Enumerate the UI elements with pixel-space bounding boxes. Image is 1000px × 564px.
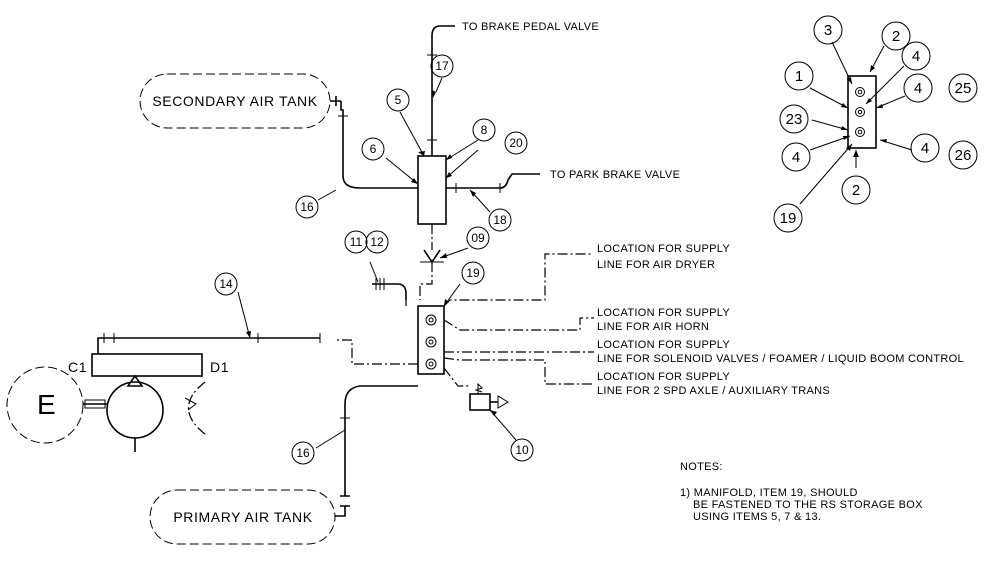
callout-09: 09	[466, 226, 490, 250]
callout-number: 16	[296, 446, 310, 460]
supply-location-air-horn: LOCATION FOR SUPPLY LINE FOR AIR HORN	[597, 307, 730, 333]
detail-callout-4-lower-right: 4	[910, 133, 940, 163]
detail-callout-19: 19	[773, 203, 803, 233]
callout-number: 09	[471, 231, 485, 245]
compressor-d1-label: D1	[210, 359, 229, 375]
callout-17: 17	[430, 54, 454, 78]
callout-number: 19	[466, 266, 480, 280]
supply-location-solenoid-valves: LOCATION FOR SUPPLY LINE FOR SOLENOID VA…	[597, 339, 964, 365]
callout-number: 12	[370, 235, 384, 249]
callout-8: 8	[472, 118, 496, 142]
engine-label: E	[37, 389, 56, 420]
manifold-detail: 3 2 4 1 4 25 23 4 26 4 2 19	[773, 15, 978, 233]
callout-number: 2	[852, 182, 860, 199]
supply-label-line1: LOCATION FOR SUPPLY	[597, 371, 730, 383]
detail-callout-1: 1	[784, 61, 814, 91]
compressor-pump	[106, 381, 164, 439]
engine	[6, 366, 84, 444]
detail-callout-4-top: 4	[901, 41, 931, 71]
callout-number: 17	[435, 59, 449, 73]
callout-number: 19	[780, 210, 797, 227]
note-1-line3: USING ITEMS 5, 7 & 13.	[693, 511, 821, 523]
brake-valve-block	[417, 155, 447, 225]
callout-number: 4	[912, 48, 920, 65]
detail-callout-25: 25	[948, 73, 978, 103]
callout-number: 1	[795, 68, 803, 85]
compressor-c1-label: C1	[68, 359, 87, 375]
detail-callout-4-right: 4	[903, 73, 933, 103]
notes-heading: NOTES:	[680, 461, 723, 473]
supply-label-line2: LINE FOR AIR HORN	[597, 321, 709, 333]
detail-callout-4-left: 4	[781, 142, 811, 172]
callout-number: 8	[481, 123, 488, 137]
callout-number: 16	[300, 200, 314, 214]
callout-16-lower: 16	[291, 441, 315, 465]
detail-callout-26: 26	[948, 140, 978, 170]
supply-label-line2: LINE FOR SOLENOID VALVES / FOAMER / LIQU…	[597, 353, 964, 365]
detail-callout-3: 3	[813, 15, 843, 45]
callout-10: 10	[510, 438, 534, 462]
primary-air-tank-label: PRIMARY AIR TANK	[173, 509, 312, 525]
park-brake-valve-label: TO PARK BRAKE VALVE	[550, 169, 680, 181]
supply-label-line1: LOCATION FOR SUPPLY	[597, 307, 730, 319]
callout-number: 10	[515, 443, 529, 457]
callout-number: 18	[493, 213, 507, 227]
callout-12: 12	[365, 230, 389, 254]
callout-number: 23	[786, 111, 803, 128]
callout-number: 6	[370, 142, 377, 156]
callout-18: 18	[488, 208, 512, 232]
callout-16-upper: 16	[295, 195, 319, 219]
supply-label-line1: LOCATION FOR SUPPLY	[597, 243, 730, 255]
callout-14: 14	[214, 272, 238, 296]
detail-callout-23: 23	[779, 104, 809, 134]
callout-number: 20	[509, 136, 523, 150]
secondary-air-tank: SECONDARY AIR TANK	[139, 73, 331, 129]
callout-20: 20	[504, 131, 528, 155]
callout-number: 25	[955, 80, 972, 97]
notes: NOTES: 1) MANIFOLD, ITEM 19, SHOULD BE F…	[680, 461, 923, 523]
brake-pedal-valve-label: TO BRAKE PEDAL VALVE	[462, 21, 599, 33]
supply-location-air-dryer: LOCATION FOR SUPPLY LINE FOR AIR DRYER	[597, 243, 730, 271]
primary-air-tank: PRIMARY AIR TANK	[149, 489, 336, 545]
supply-label-line1: LOCATION FOR SUPPLY	[597, 339, 730, 351]
callout-number: 4	[921, 140, 929, 157]
compressor-head	[91, 353, 203, 377]
detail-callout-2-bottom: 2	[841, 175, 871, 205]
note-1-line1: 1) MANIFOLD, ITEM 19, SHOULD	[680, 487, 858, 499]
callout-5: 5	[386, 88, 410, 112]
note-1-line2: BE FASTENED TO THE RS STORAGE BOX	[693, 499, 923, 511]
callout-number: 5	[395, 93, 402, 107]
callout-19: 19	[461, 261, 485, 285]
detail-callout-2-top: 2	[881, 21, 911, 51]
callout-6: 6	[361, 137, 385, 161]
supply-location-2-spd-axle: LOCATION FOR SUPPLY LINE FOR 2 SPD AXLE …	[597, 371, 830, 397]
supply-label-line2: LINE FOR 2 SPD AXLE / AUXILIARY TRANS	[597, 385, 830, 397]
callout-number: 14	[219, 277, 233, 291]
supply-label-line2: LINE FOR AIR DRYER	[597, 259, 715, 271]
callout-number: 11	[350, 235, 363, 249]
callout-number: 26	[955, 147, 972, 164]
callout-11: 11	[344, 230, 368, 254]
callout-number: 4	[914, 80, 922, 97]
callout-number: 4	[792, 149, 800, 166]
callout-number: 2	[892, 28, 900, 45]
secondary-air-tank-label: SECONDARY AIR TANK	[152, 93, 317, 109]
callout-number: 3	[824, 22, 832, 39]
